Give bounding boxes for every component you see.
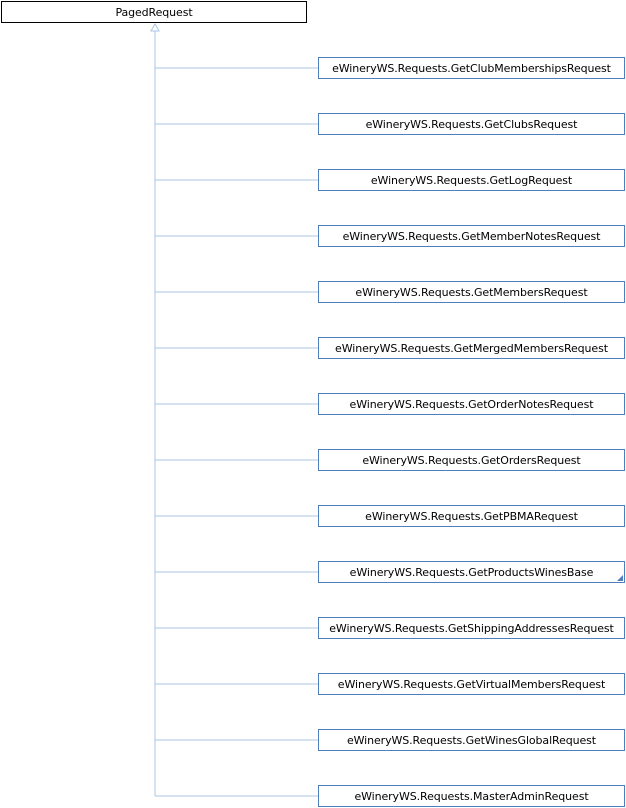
derived-class-label: eWineryWS.Requests.GetMembersRequest [355,285,588,299]
derived-class-label: eWineryWS.Requests.GetMergedMembersReque… [335,341,608,355]
derived-class-label: eWineryWS.Requests.GetProductsWinesBase [349,565,594,579]
derived-class-label: eWineryWS.Requests.GetOrderNotesRequest [349,397,594,411]
derived-class-node[interactable]: eWineryWS.Requests.GetShippingAddressesR… [318,617,625,639]
derived-class-label: eWineryWS.Requests.GetClubsRequest [365,117,578,131]
derived-class-node[interactable]: eWineryWS.Requests.GetMembersRequest [318,281,625,303]
derived-class-label: eWineryWS.Requests.GetShippingAddressesR… [329,621,614,635]
derived-class-node[interactable]: eWineryWS.Requests.GetOrderNotesRequest [318,393,625,415]
derived-class-node[interactable]: eWineryWS.Requests.GetClubMembershipsReq… [318,57,625,79]
derived-class-node[interactable]: eWineryWS.Requests.GetOrdersRequest [318,449,625,471]
derived-class-node[interactable]: eWineryWS.Requests.GetMergedMembersReque… [318,337,625,359]
derived-class-node[interactable]: eWineryWS.Requests.GetLogRequest [318,169,625,191]
derived-class-node[interactable]: eWineryWS.Requests.GetPBMARequest [318,505,625,527]
derived-class-label: eWineryWS.Requests.GetMemberNotesRequest [342,229,601,243]
root-class-label: PagedRequest [115,5,193,19]
derived-class-label: eWineryWS.Requests.GetClubMembershipsReq… [332,61,611,75]
derived-class-node[interactable]: eWineryWS.Requests.GetClubsRequest [318,113,625,135]
derived-class-label: eWineryWS.Requests.MasterAdminRequest [354,789,589,803]
derived-class-label: eWineryWS.Requests.GetWinesGlobalRequest [346,733,597,747]
derived-class-node[interactable]: eWineryWS.Requests.MasterAdminRequest [318,785,625,807]
derived-class-label: eWineryWS.Requests.GetOrdersRequest [362,453,581,467]
derived-class-label: eWineryWS.Requests.GetPBMARequest [365,509,578,523]
inheritance-arrowhead-icon [150,22,160,32]
root-class-node[interactable]: PagedRequest [1,1,307,23]
collapsed-subtree-icon [617,575,623,581]
derived-class-node[interactable]: eWineryWS.Requests.GetVirtualMembersRequ… [318,673,625,695]
derived-class-node[interactable]: eWineryWS.Requests.GetProductsWinesBase [318,561,625,583]
derived-class-node[interactable]: eWineryWS.Requests.GetWinesGlobalRequest [318,729,625,751]
derived-class-label: eWineryWS.Requests.GetVirtualMembersRequ… [337,677,606,691]
derived-class-node[interactable]: eWineryWS.Requests.GetMemberNotesRequest [318,225,625,247]
derived-class-label: eWineryWS.Requests.GetLogRequest [370,173,573,187]
